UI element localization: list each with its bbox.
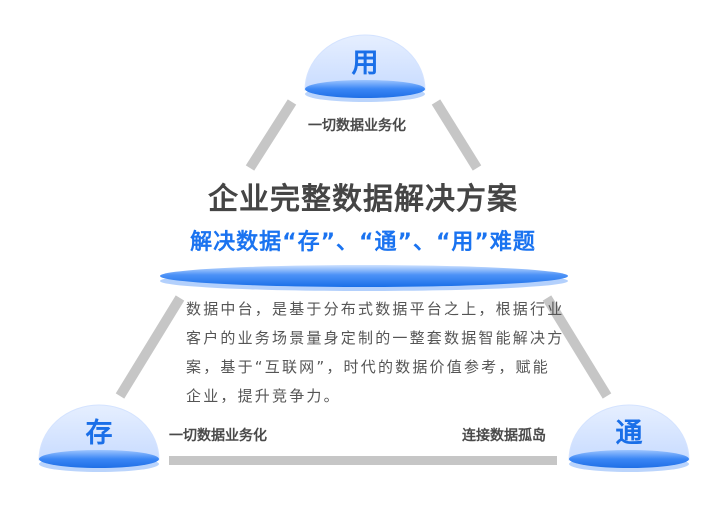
node-label-use: 一切数据业务化 [308,118,406,134]
description-text: 数据中台，是基于分布式数据平台之上，根据行业 客户的业务场景量身定制的一整套数据… [186,295,565,411]
description-line: 案，基于“互联网”，时代的数据价值参考，赋能 [186,358,550,376]
node-connect-dome: 通 [567,403,691,475]
dome-icon [38,404,160,472]
center-disc [158,262,570,294]
node-glyph-connect: 通 [615,418,643,449]
dome-icon [568,404,690,472]
node-label-store: 一切数据业务化 [169,428,267,444]
description-line: 企业，提升竞争力。 [186,387,341,405]
dome-icon [304,34,426,102]
node-glyph-use: 用 [351,48,379,79]
node-glyph-store: 存 [85,418,113,449]
line-right-lower [542,295,612,399]
bottom-connector-bar [169,456,557,465]
node-label-connect: 连接数据孤岛 [462,428,546,444]
line-top-right-upper [431,99,482,171]
node-store-dome: 存 [37,403,161,475]
disc-icon [160,265,568,291]
description-line: 客户的业务场景量身定制的一整套数据智能解决方 [186,329,565,347]
line-top-left-upper [245,99,297,171]
description-line: 数据中台，是基于分布式数据平台之上，根据行业 [186,300,565,318]
line-left-lower [115,295,185,399]
page-title: 企业完整数据解决方案 [208,182,518,217]
page-subtitle: 解决数据“存”、“通”、“用”难题 [190,230,536,255]
node-use-dome: 用 [303,33,427,105]
